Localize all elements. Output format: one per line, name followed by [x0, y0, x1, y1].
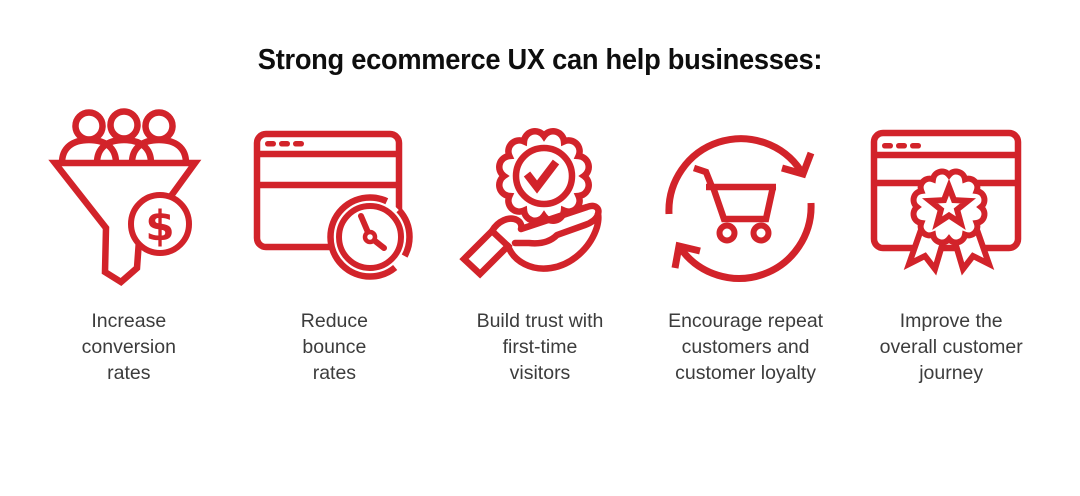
item-caption: Reduce bounce rates	[301, 308, 368, 386]
item-caption: Increase conversion rates	[82, 308, 176, 386]
item-caption: Improve the overall customer journey	[880, 308, 1023, 386]
items-row: $ Increase conversion rates	[0, 100, 1080, 386]
caption-line: rates	[312, 362, 357, 384]
caption-line: Improve the	[899, 310, 1003, 332]
item-caption: Build trust with first-time visitors	[477, 308, 604, 386]
caption-line: Build trust with	[476, 310, 604, 332]
caption-line: Increase	[91, 310, 167, 332]
caption-line: conversion	[81, 336, 176, 358]
item-caption: Encourage repeat customers and customer …	[668, 308, 823, 386]
caption-line: customers and	[681, 336, 810, 358]
infographic: Strong ecommerce UX can help businesses:…	[0, 46, 1080, 496]
caption-line: bounce	[302, 336, 367, 358]
caption-line: Encourage repeat	[668, 310, 824, 332]
browser-clock-icon	[254, 130, 414, 280]
item-improve-journey: Improve the overall customer journey	[848, 100, 1054, 386]
caption-line: journey	[919, 362, 984, 384]
funnel-users-dollar-icon: $	[48, 108, 202, 287]
page-title: Strong ecommerce UX can help businesses:	[257, 44, 823, 76]
caption-line: Reduce	[300, 310, 368, 332]
caption-line: first-time	[502, 336, 578, 358]
item-increase-conversion: $ Increase conversion rates	[26, 100, 232, 386]
browser-award-icon	[870, 129, 1022, 276]
caption-line: customer loyalty	[675, 362, 817, 384]
cart-repeat-icon	[665, 135, 815, 282]
dollar-symbol: $	[145, 202, 174, 251]
item-reduce-bounce: Reduce bounce rates	[232, 100, 438, 386]
caption-line: visitors	[509, 362, 571, 384]
hand-badge-check-icon	[459, 128, 602, 279]
item-repeat-customers: Encourage repeat customers and customer …	[643, 100, 849, 386]
caption-line: overall customer	[879, 336, 1023, 358]
caption-line: rates	[107, 362, 151, 384]
item-build-trust: Build trust with first-time visitors	[437, 100, 643, 386]
